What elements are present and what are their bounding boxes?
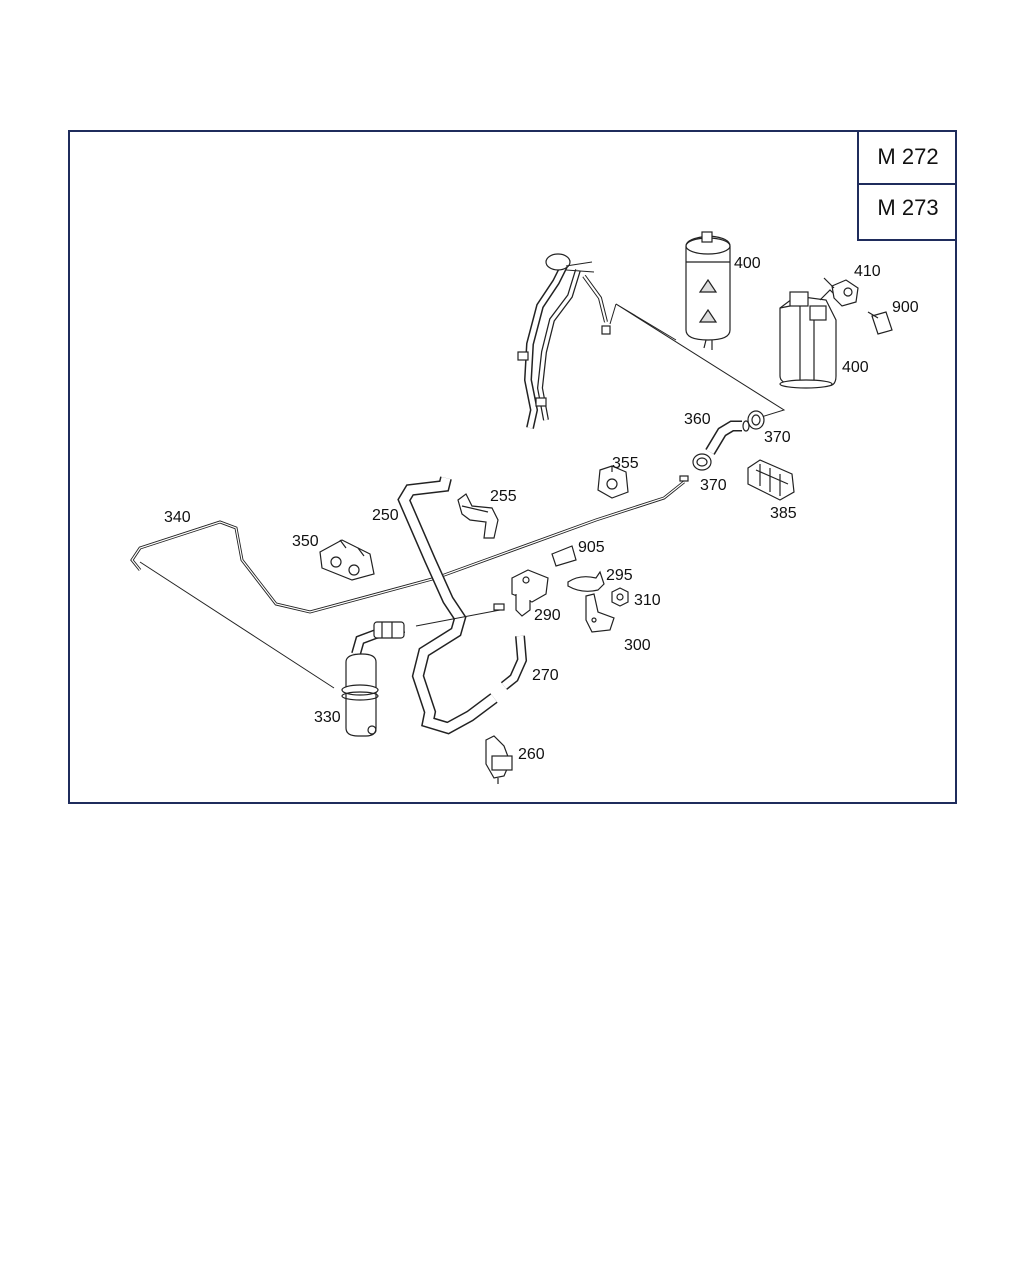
callout-360: 360 — [684, 411, 711, 428]
callout-290: 290 — [534, 607, 561, 624]
callout-295: 295 — [606, 567, 633, 584]
part-295-strap — [567, 570, 605, 592]
callout-355: 355 — [612, 455, 639, 472]
part-harness-top — [517, 253, 611, 429]
part-330-canister — [341, 603, 505, 737]
engine-code-m273: M 273 — [877, 195, 939, 220]
part-400-upper — [685, 231, 731, 350]
callout-300: 300 — [624, 637, 651, 654]
callout-900: 900 — [892, 299, 919, 316]
callout-370-upper: 370 — [764, 429, 791, 446]
part-360-hose — [705, 420, 750, 455]
callout-400-lower: 400 — [842, 359, 869, 376]
part-905-label — [551, 545, 577, 567]
callout-labels: 400 410 900 400 360 370 370 355 385 255 … — [164, 255, 919, 763]
part-355-clip — [597, 465, 629, 499]
part-250-hose — [397, 476, 498, 735]
part-385-connector — [747, 459, 795, 501]
part-260-clip — [485, 735, 513, 784]
callout-370-lower: 370 — [700, 477, 727, 494]
engine-code-m272: M 272 — [877, 144, 939, 169]
part-370-clamp-lower — [692, 453, 712, 471]
part-270-hose — [500, 635, 528, 690]
callout-250: 250 — [372, 507, 399, 524]
callout-905: 905 — [578, 539, 605, 556]
callout-340: 340 — [164, 509, 191, 526]
callout-330: 330 — [314, 709, 341, 726]
part-300-bracket — [585, 593, 615, 633]
part-350-clip — [319, 539, 375, 581]
callout-270: 270 — [532, 667, 559, 684]
engine-code-box: M 272 M 273 — [857, 130, 957, 241]
callout-400-upper: 400 — [734, 255, 761, 272]
callout-255: 255 — [490, 488, 517, 505]
callout-310: 310 — [634, 592, 661, 609]
part-370-clamp-upper — [747, 410, 765, 430]
part-340-line — [130, 475, 689, 614]
callout-410: 410 — [854, 263, 881, 280]
part-400-lower — [779, 289, 837, 389]
part-310-nut — [611, 587, 629, 607]
part-255-bracket — [457, 493, 499, 539]
callout-385: 385 — [770, 505, 797, 522]
leader-lines — [139, 303, 786, 689]
part-410-valve — [823, 277, 859, 307]
engine-box-divider — [859, 183, 957, 185]
callout-260: 260 — [518, 746, 545, 763]
diagram-frame — [68, 130, 957, 804]
part-290-valve — [511, 569, 549, 617]
callout-350: 350 — [292, 533, 319, 550]
part-900-label — [867, 311, 893, 335]
